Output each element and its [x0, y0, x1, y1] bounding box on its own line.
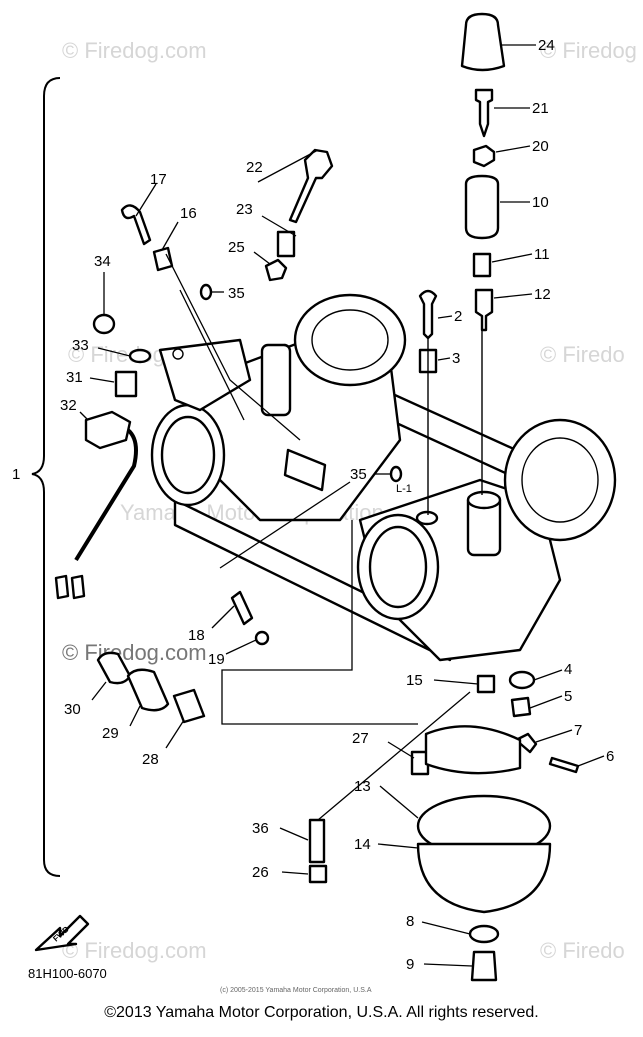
part-23	[276, 230, 296, 258]
part-label-18: 18	[188, 627, 205, 644]
part-label-22: 22	[246, 159, 263, 176]
part-label-2: 2	[454, 308, 462, 325]
right-upper-parts	[389, 289, 438, 515]
watermark-center: © Firedog.com	[62, 640, 207, 665]
part-label-27: 27	[352, 730, 369, 747]
part-label-16: 16	[180, 205, 197, 222]
part-14	[416, 842, 552, 914]
part-29	[126, 668, 170, 712]
part-28	[172, 688, 206, 724]
part-label-32: 32	[60, 397, 77, 414]
watermark: © Firedog.com	[62, 38, 207, 63]
part-6	[548, 756, 580, 774]
small-credit: (c) 2005-2015 Yamaha Motor Corporation, …	[220, 987, 372, 994]
part-label-6: 6	[606, 748, 614, 765]
part-27	[410, 750, 430, 776]
part-9	[470, 950, 498, 982]
float-bowl-parts	[308, 670, 580, 982]
part-25	[264, 258, 288, 282]
part-label-35: 35	[228, 285, 245, 302]
part-label-30: 30	[64, 701, 81, 718]
carburetor-body	[150, 293, 617, 662]
part-5	[510, 696, 532, 718]
part-35	[199, 283, 213, 301]
part-label-15: 15	[406, 672, 423, 689]
part-label-28: 28	[142, 751, 159, 768]
part-17	[120, 204, 152, 246]
part-label-25: 25	[228, 239, 245, 256]
part-20	[472, 144, 496, 168]
part-label-4: 4	[564, 661, 572, 678]
part-label-36: 36	[252, 820, 269, 837]
part-label-23: 23	[236, 201, 253, 218]
left-lower-parts	[96, 590, 270, 724]
part-18	[230, 590, 254, 626]
part-10	[464, 174, 500, 240]
part-16	[152, 246, 174, 272]
watermark: © Firedog.com	[62, 938, 207, 963]
float	[424, 725, 522, 775]
part-label-10: 10	[532, 194, 549, 211]
watermark: © Firedo	[540, 342, 625, 367]
watermark: © Firedog	[540, 38, 637, 63]
left-upper-parts	[54, 148, 334, 600]
part-34	[92, 313, 116, 335]
top-column-parts	[460, 12, 506, 495]
part-label-17: 17	[150, 171, 167, 188]
part-22	[288, 148, 334, 224]
part-label-1: 1	[12, 466, 20, 483]
part-35b	[389, 465, 403, 483]
part-24	[460, 12, 506, 72]
part-26	[308, 864, 328, 884]
part-8	[468, 924, 500, 944]
part-2	[418, 289, 438, 340]
part-label-7: 7	[574, 722, 582, 739]
part-label-31: 31	[66, 369, 83, 386]
part-31	[114, 370, 138, 398]
part-label-13: 13	[354, 778, 371, 795]
part-label-20: 20	[532, 138, 549, 155]
part-label-3: 3	[452, 350, 460, 367]
sub-label: L-1	[396, 483, 412, 495]
part-label-12: 12	[534, 286, 551, 303]
copyright-notice: ©2013 Yamaha Motor Corporation, U.S.A. A…	[104, 1004, 539, 1021]
part-7	[514, 732, 538, 754]
watermark: © Firedo	[540, 938, 625, 963]
part-32	[84, 410, 132, 450]
part-21	[474, 88, 494, 138]
part-label-29: 29	[102, 725, 119, 742]
part-label-9: 9	[406, 956, 414, 973]
part-label-14: 14	[354, 836, 371, 853]
part-numbers: 24 21 20 10 11 12 2 3 22 23 25 35 17 16 …	[60, 37, 614, 973]
part-12	[474, 288, 494, 332]
part-label-19: 19	[208, 651, 225, 668]
leader-lines	[79, 44, 605, 967]
part-label-21: 21	[532, 100, 549, 117]
part-label-34: 34	[94, 253, 111, 270]
part-label-5: 5	[564, 688, 572, 705]
part-label-26: 26	[252, 864, 269, 881]
part-label-35b: 35	[350, 466, 367, 483]
diagram-code: 81H100-6070	[28, 966, 107, 981]
part-15	[476, 674, 496, 694]
part-19	[254, 630, 270, 646]
assembly-bracket	[31, 77, 61, 877]
part-36	[308, 818, 326, 864]
part-4	[508, 670, 536, 690]
part-label-33: 33	[72, 337, 89, 354]
part-33	[128, 348, 152, 364]
part-label-24: 24	[538, 37, 555, 54]
part-label-11: 11	[534, 246, 550, 263]
part-label-8: 8	[406, 913, 414, 930]
part-11	[472, 252, 492, 278]
